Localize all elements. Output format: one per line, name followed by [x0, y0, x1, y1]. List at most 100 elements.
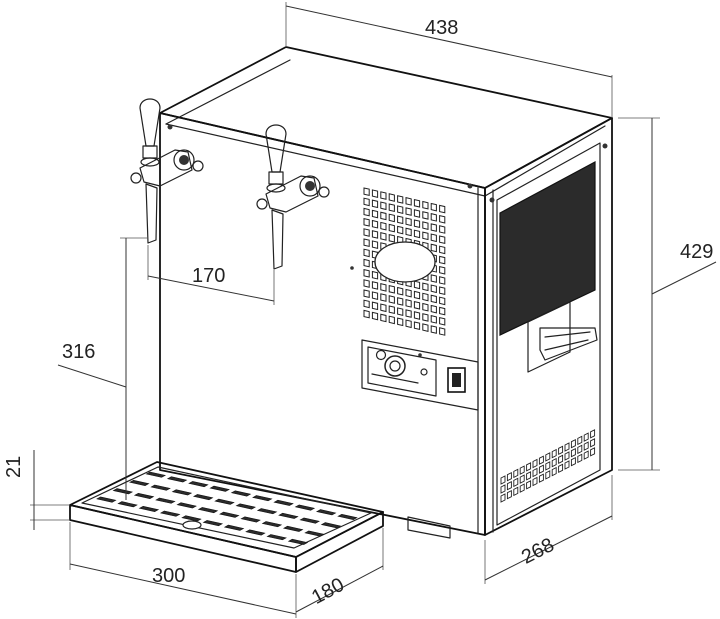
tray-slot — [209, 485, 230, 492]
side-grille-slot — [526, 480, 532, 490]
side-grille-slot — [532, 476, 538, 487]
tray-slot — [299, 517, 320, 524]
grille-cell — [439, 245, 446, 255]
grille-cell — [397, 205, 404, 214]
side-window — [499, 160, 596, 336]
side-grille-slot — [558, 463, 564, 474]
dimension-label-tap-height: 316 — [62, 341, 95, 363]
side-grille-slot — [577, 435, 583, 446]
grille-cell — [388, 213, 395, 223]
grille-cell — [388, 193, 395, 202]
grille-cell — [439, 204, 446, 214]
grille-cell — [413, 209, 421, 218]
grille-cell — [397, 317, 404, 327]
side-grille-slot — [513, 468, 519, 479]
grille-cell — [371, 291, 379, 300]
dimension-label-width: 438 — [425, 17, 458, 39]
tray-slot — [320, 522, 342, 529]
grille-cell — [397, 195, 404, 204]
grille-cell — [363, 279, 370, 288]
tray-slot — [304, 530, 325, 537]
grille-cell — [371, 219, 379, 229]
dimension-label-tray-depth: 180 — [308, 574, 348, 609]
grille-cell — [363, 268, 370, 278]
tray-slot — [133, 492, 155, 499]
grille-cell — [363, 228, 370, 237]
side-grille-slot — [551, 457, 557, 468]
side-grille-slot — [590, 438, 596, 448]
grille-cell — [430, 243, 437, 253]
control-panel — [361, 339, 479, 411]
side-grille-slot — [500, 475, 506, 485]
tray-slot — [197, 507, 219, 514]
grille-cell — [439, 286, 446, 296]
side-grille-slot — [538, 455, 544, 465]
grille-cell — [413, 198, 421, 208]
tray-slot — [315, 509, 337, 516]
grille-cell — [439, 316, 446, 326]
grille-cell — [397, 307, 404, 316]
side-grille-slot — [583, 441, 589, 451]
tray-slot — [138, 505, 160, 512]
tray-slot — [337, 513, 358, 520]
tray-slot — [166, 476, 188, 483]
grille-cell — [413, 321, 421, 331]
cabinet — [159, 46, 613, 539]
grille-cell — [439, 327, 446, 336]
grille-cell — [413, 311, 421, 320]
side-grille-slot — [577, 444, 583, 455]
grille-cell — [439, 306, 446, 316]
grille-cell — [380, 201, 387, 211]
grille-cell — [430, 304, 437, 314]
side-grille-slot — [564, 451, 570, 461]
grille-cell — [430, 202, 437, 212]
grille-cell — [371, 281, 379, 290]
grille-cell — [422, 221, 429, 230]
tray-slot — [117, 501, 138, 508]
grille-cell — [422, 292, 429, 302]
grille-cell — [371, 209, 379, 219]
tray-slot — [240, 516, 261, 523]
side-grille-slot — [558, 454, 564, 465]
grille-cell — [397, 215, 404, 225]
grille-cell — [380, 293, 387, 302]
tray-slot — [181, 515, 202, 522]
grille-cell — [363, 217, 370, 227]
tray-slot — [273, 499, 294, 506]
grille-cell — [380, 221, 387, 231]
tray-slot — [155, 497, 176, 504]
grille-cell — [380, 232, 387, 241]
side-grille-slot — [570, 456, 576, 467]
grille-cell — [405, 288, 412, 298]
front-grille — [363, 187, 446, 336]
grille-cell — [422, 323, 429, 332]
grille-cell — [371, 311, 379, 321]
grille-cell — [405, 227, 412, 237]
side-grille-slot — [538, 464, 544, 474]
tray-slot — [192, 494, 214, 501]
side-grille-slot — [526, 462, 532, 472]
tray-slot — [235, 503, 257, 510]
grille-cell — [422, 211, 429, 220]
grille-cell — [371, 230, 379, 239]
beer-tap-icon — [130, 98, 204, 244]
grille-cell — [413, 219, 421, 229]
grille-cell — [363, 238, 370, 248]
grille-cell — [405, 309, 412, 318]
grille-cell — [371, 189, 379, 198]
grille-cell — [439, 296, 446, 306]
grille-cell — [363, 207, 370, 217]
tray-slot — [129, 479, 150, 486]
grille-cell — [422, 200, 429, 210]
grille-cell — [430, 233, 437, 243]
grille-cell — [439, 235, 446, 245]
grille-cell — [371, 270, 379, 280]
grille-cell — [380, 303, 387, 313]
tray-slot — [245, 529, 266, 536]
grille-cell — [422, 313, 429, 322]
side-grille — [500, 429, 596, 503]
tray-slot — [282, 525, 304, 532]
side-grille-slot — [590, 429, 596, 439]
grille-cell — [388, 203, 395, 213]
